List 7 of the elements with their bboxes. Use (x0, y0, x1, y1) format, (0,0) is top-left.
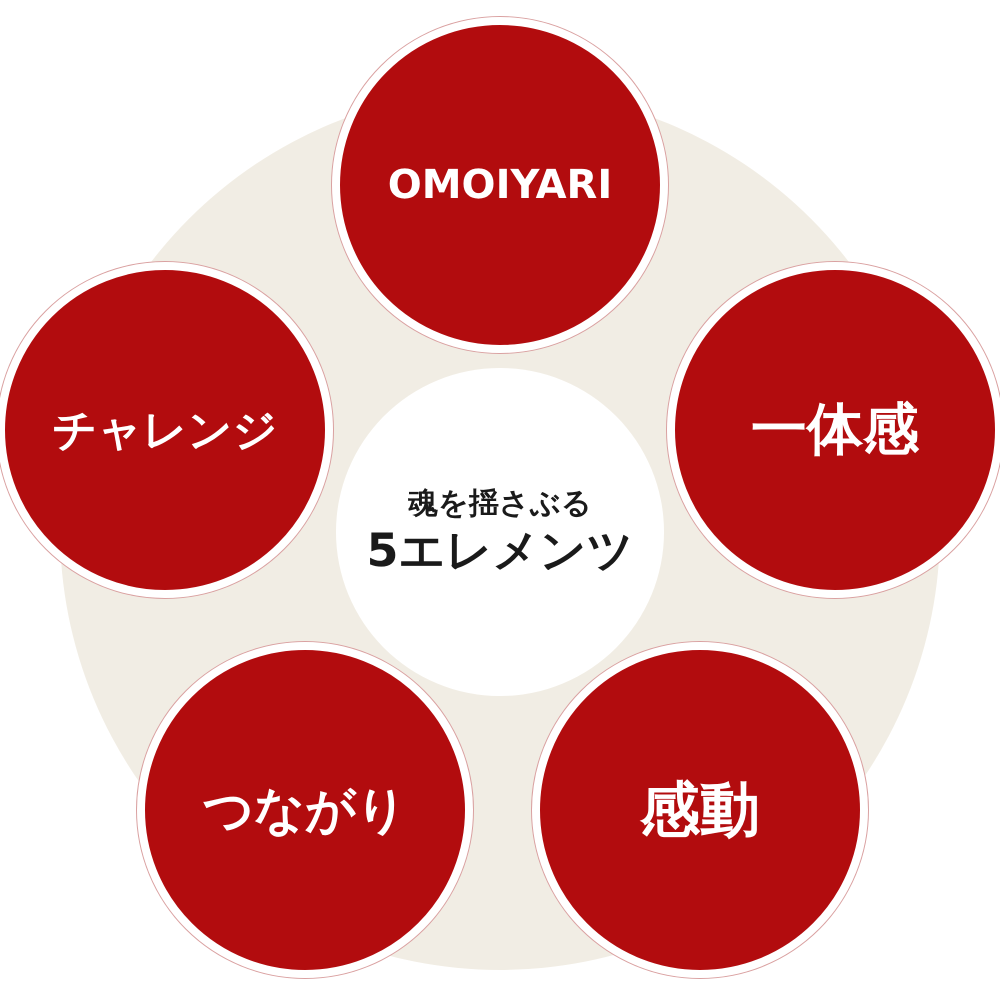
element-label: OMOIYARI (388, 161, 612, 210)
center-title: 5エレメンツ (366, 522, 634, 579)
element-label: 一体感 (751, 396, 919, 464)
element-label: チャレンジ (52, 404, 278, 458)
center-subtitle: 魂を揺さぶる (408, 484, 592, 522)
element-label: つながり (203, 780, 407, 841)
element-label: 感動 (640, 774, 760, 846)
